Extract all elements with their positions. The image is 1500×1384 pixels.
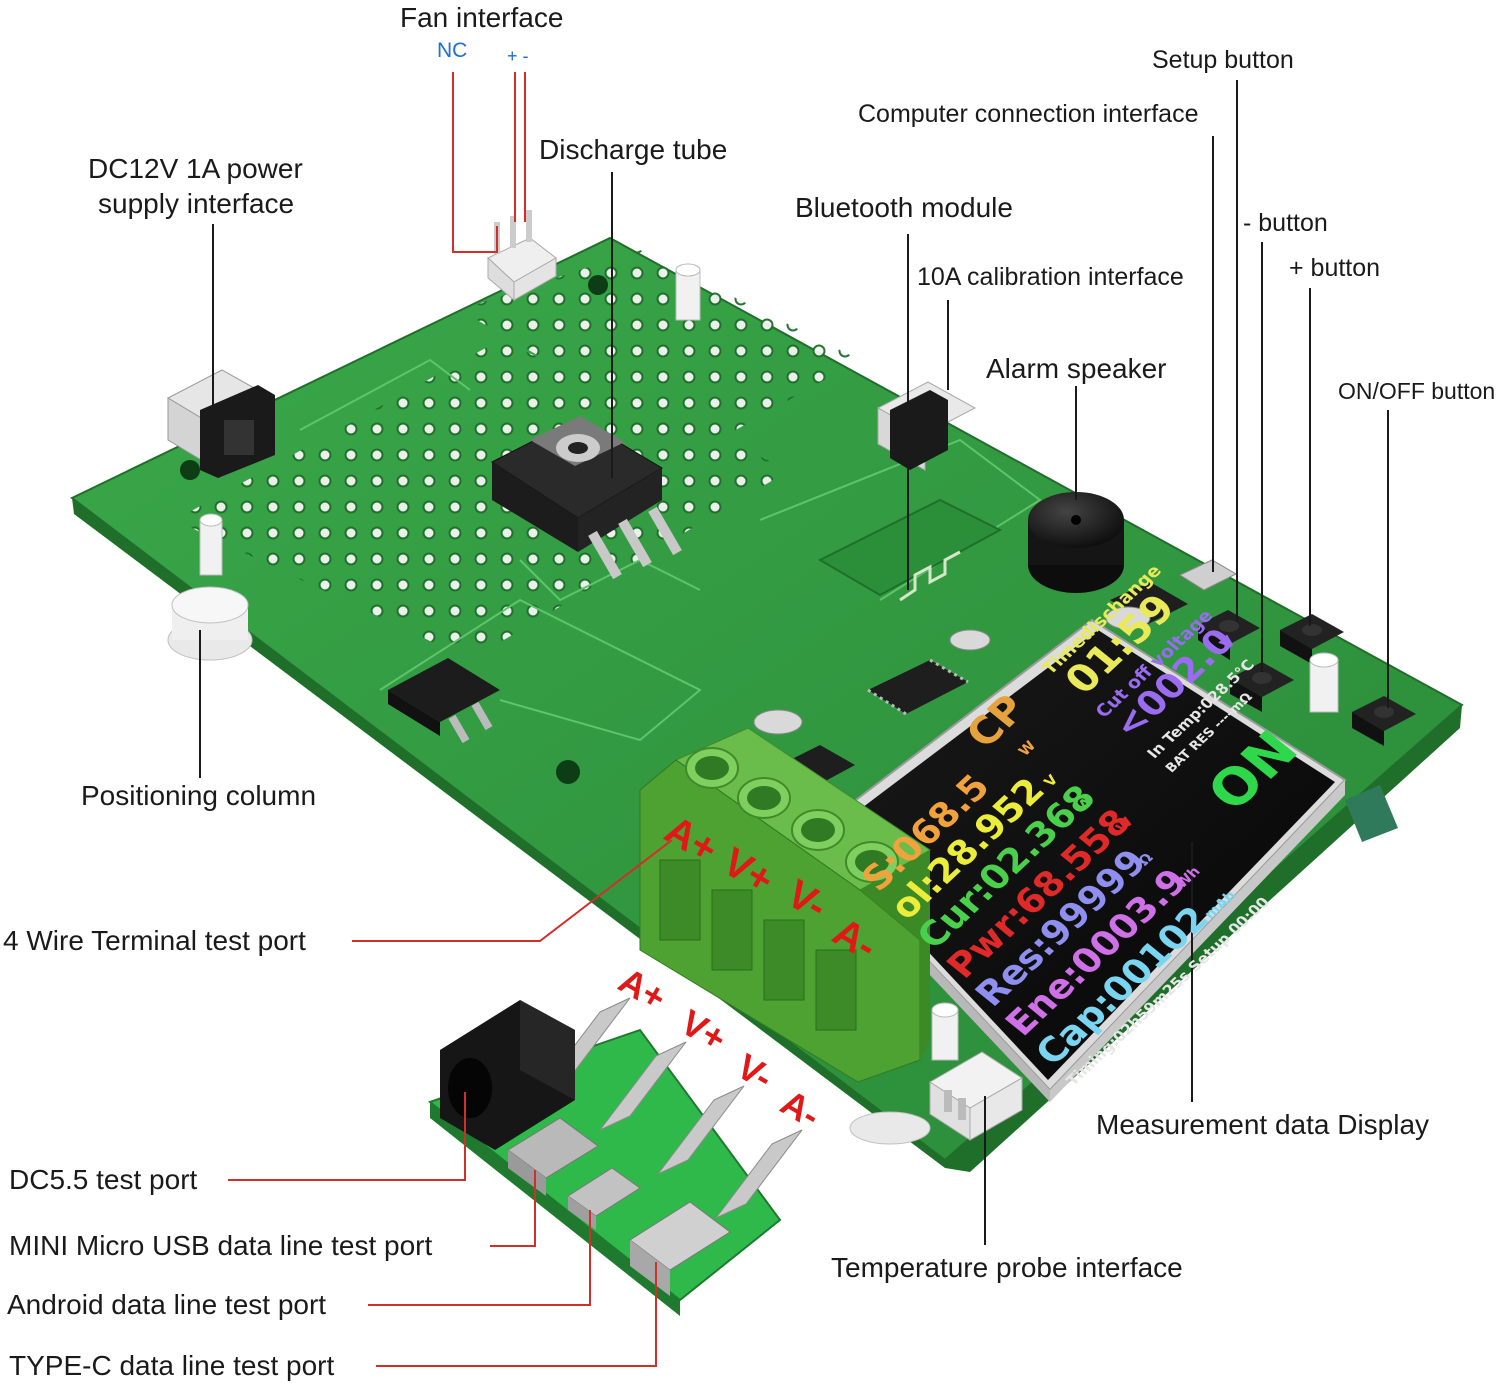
- callout-mini-usb: [490, 1170, 536, 1247]
- calibration-connector: [876, 381, 977, 471]
- adapter-pin-header: [657, 1085, 745, 1175]
- label-power-supply-2: supply interface: [98, 188, 295, 219]
- label-type-c-port: TYPE-C data line test port: [9, 1350, 335, 1381]
- discharge-tube: [491, 416, 682, 580]
- crystal: [1105, 606, 1151, 630]
- crystal: [753, 709, 803, 735]
- usb-chip: [1110, 582, 1188, 624]
- label-computer-connection: Computer connection interface: [858, 100, 1199, 128]
- label-power-supply-1: DC12V 1A power: [88, 153, 303, 184]
- adapter-board: [427, 997, 803, 1316]
- label-on-off-button: ON/OFF button: [1338, 378, 1496, 404]
- setup-push-button: [1198, 610, 1260, 660]
- standoff: [1309, 652, 1339, 713]
- temperature-connector: [929, 1051, 1023, 1141]
- label-mini-micro-usb: MINI Micro USB data line test port: [9, 1230, 433, 1261]
- adapter-pin-label: V+: [674, 1001, 734, 1059]
- label-fan-interface: Fan interface: [400, 2, 564, 33]
- adapter-pin-header: [599, 1041, 687, 1131]
- bluetooth-pad: [817, 498, 1003, 597]
- dc12v-jack: [166, 369, 275, 478]
- mcu-chip: [867, 658, 969, 716]
- standoff: [199, 513, 223, 576]
- trace: [519, 558, 701, 602]
- crystal: [949, 629, 991, 651]
- mount-hole: [180, 460, 200, 480]
- callout-fan-nc: [452, 72, 498, 253]
- callout-lines: [199, 72, 1389, 1367]
- positioning-column-foot: [849, 1111, 931, 1145]
- plus-push-button: [1280, 614, 1344, 664]
- perfboard-holes: [175, 340, 790, 660]
- main-pcb: [70, 210, 1464, 1172]
- callout-type-c: [376, 1262, 657, 1367]
- perfboard-holes-2: [460, 250, 860, 450]
- label-setup-button: Setup button: [1152, 46, 1294, 74]
- positioning-column-foot: [167, 586, 253, 661]
- label-measurement-display: Measurement data Display: [1096, 1109, 1430, 1140]
- label-android-port: Android data line test port: [7, 1289, 327, 1320]
- label-fan-polarity: + -: [507, 46, 529, 66]
- label-minus-button: - button: [1243, 209, 1328, 237]
- label-10a-calibration: 10A calibration interface: [917, 263, 1184, 291]
- mount-hole: [556, 760, 580, 784]
- label-discharge-tube: Discharge tube: [539, 134, 728, 165]
- trace: [299, 358, 471, 431]
- type-c-port: [629, 1201, 731, 1296]
- bluetooth-antenna: [899, 550, 961, 602]
- callout-terminal: [352, 839, 673, 942]
- trace: [379, 598, 702, 742]
- four-wire-terminal: [639, 727, 931, 1083]
- callout-android: [368, 1210, 591, 1306]
- label-dc55-test-port: DC5.5 test port: [9, 1164, 198, 1195]
- alarm-speaker: [1028, 492, 1124, 593]
- label-positioning-column: Positioning column: [81, 780, 317, 811]
- mini-usb-port: [507, 1117, 599, 1196]
- terminal-screw: [685, 747, 739, 789]
- label-plus-button: + button: [1289, 254, 1381, 282]
- label-bluetooth-module: Bluetooth module: [795, 192, 1013, 223]
- minus-push-button: [1230, 662, 1294, 712]
- label-fan-nc: NC: [437, 39, 468, 62]
- terminal-screw: [737, 777, 791, 819]
- terminal-screw: [791, 809, 845, 851]
- label-four-wire-terminal: 4 Wire Terminal test port: [3, 925, 306, 956]
- mount-hole: [588, 275, 608, 295]
- adapter-pin-header: [715, 1129, 803, 1219]
- regulator: [388, 658, 500, 744]
- standoff: [675, 263, 701, 321]
- dc55-jack: [440, 1000, 575, 1150]
- lcd-flex-cable: [1345, 785, 1398, 842]
- on-off-push-button: [1352, 696, 1416, 746]
- label-temperature-probe: Temperature probe interface: [831, 1252, 1183, 1283]
- terminal-screw: [845, 841, 899, 883]
- adapter-pin-label: A-: [774, 1081, 827, 1136]
- label-alarm-speaker: Alarm speaker: [986, 353, 1167, 384]
- standoff: [931, 1002, 959, 1061]
- callout-dc55: [228, 1092, 466, 1181]
